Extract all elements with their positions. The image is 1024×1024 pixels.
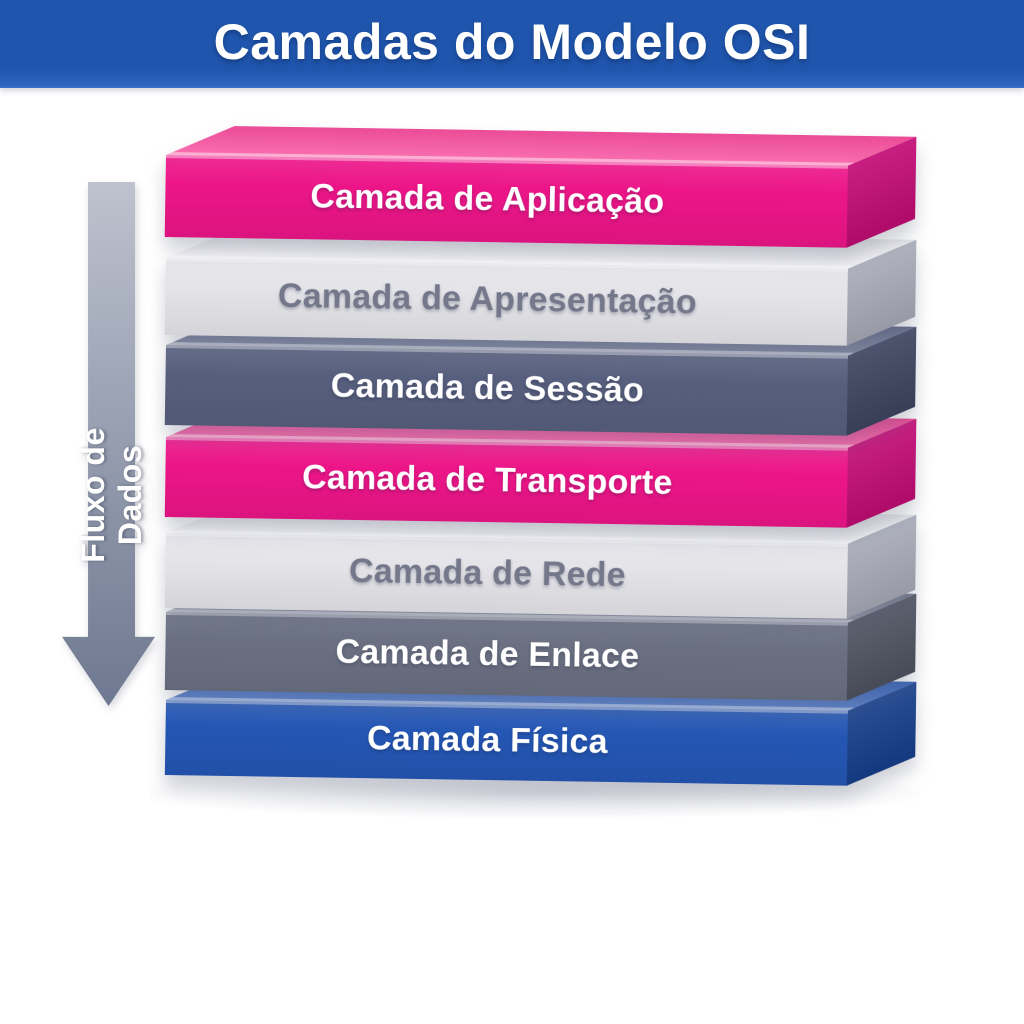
slab-front-face: Camada de Rede [164,533,848,619]
layer-label: Camada de Transporte [301,457,673,502]
page-title: Camadas do Modelo OSI [213,14,811,70]
layer-slab-rede: Camada de Rede [164,504,917,619]
layer-label: Camada de Sessão [330,366,645,410]
data-flow-label: Fluxo de Dados [75,427,148,563]
slab-front-face: Camada de Sessão [164,345,848,436]
layer-label: Camada de Enlace [335,632,640,675]
layer-slab-transporte: Camada de Transporte [164,408,917,528]
title-bar: Camadas do Modelo OSI [0,0,1024,88]
layer-label: Camada Física [366,719,609,761]
layer-label: Camada de Rede [348,551,627,595]
slab-front-face: Camada de Apresentação [164,258,848,346]
layer-slab-sessao: Camada de Sessão [164,316,917,436]
layer-slab-apresentacao: Camada de Apresentação [164,229,917,346]
layer-label: Camada de Aplicação [310,176,665,221]
layer-slab-aplicacao: Camada de Aplicação [164,126,917,248]
slab-front-face: Camada de Aplicação [164,155,848,248]
layer-label: Camada de Apresentação [277,276,698,322]
layer-slab-fisica: Camada Física [164,671,917,786]
slab-front-face: Camada de Enlace [164,612,848,701]
data-flow-arrow: Fluxo de Dados [62,182,155,706]
layer-slab-enlace: Camada de Enlace [164,583,917,701]
slab-front-face: Camada Física [164,700,848,786]
slab-front-face: Camada de Transporte [164,437,848,528]
